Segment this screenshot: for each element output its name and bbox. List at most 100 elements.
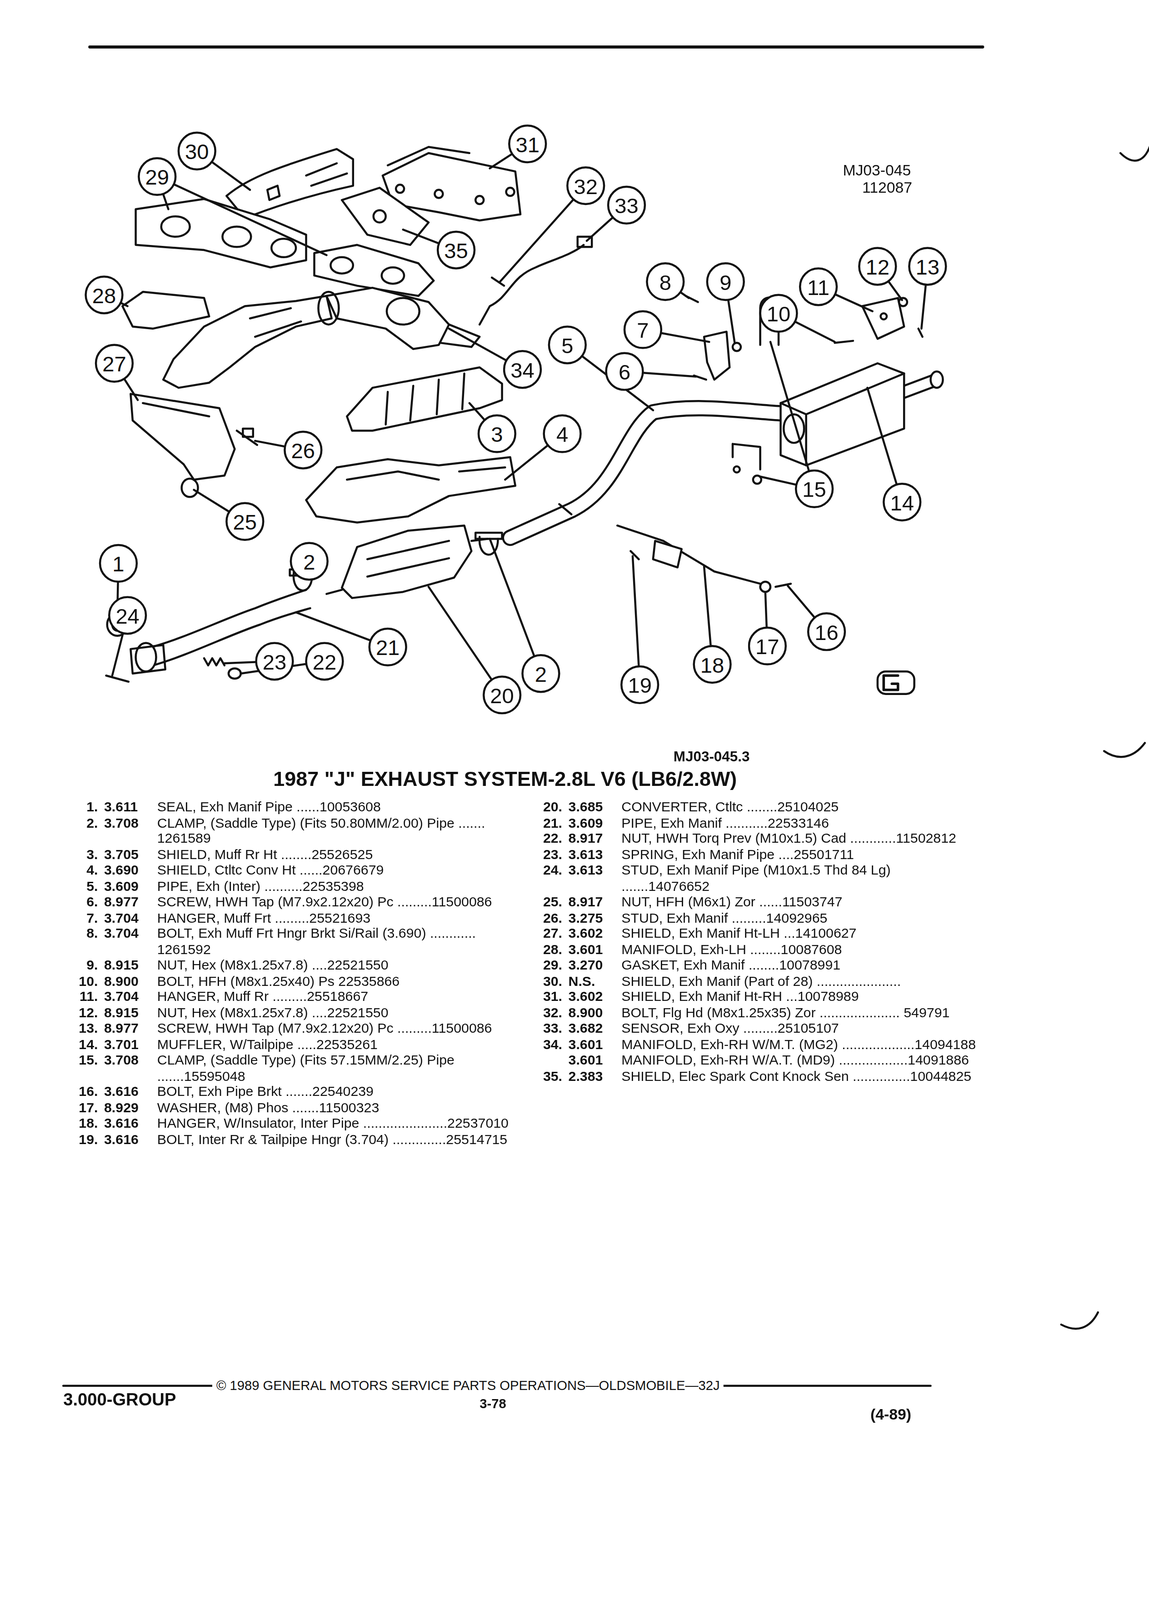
ref-number: 27. [525,925,569,942]
callout-circle: 11 [799,267,838,306]
group-number: 8.915 [104,957,158,974]
callout-number: 11 [807,275,830,298]
group-number: 3.270 [568,957,622,974]
ref-number: 6. [61,894,105,910]
part-description: SHIELD, Elec Spark Cont Knock Sen ......… [621,1067,980,1084]
group-number: 3.704 [104,909,158,926]
part-description: SHIELD, Exh Manif Ht-LH ...14100627 [621,925,980,942]
part-description: CLAMP, (Saddle Type) (Fits 50.80MM/2.00)… [157,814,526,847]
group-number: 3.601 [568,1052,622,1069]
parts-row: 21.3.609PIPE, Exh Manif ...........22533… [525,814,980,831]
part-description: NUT, HWH Torq Prev (M10x1.5) Cad .......… [621,830,980,847]
parts-row: 32.8.900BOLT, Flg Hd (M8x1.25x35) Zor ..… [525,1004,980,1021]
callout-circle: 2 [289,541,329,581]
callout-number: 20 [489,684,514,706]
callout-circle: 21 [368,627,407,667]
parts-row: 22.8.917NUT, HWH Torq Prev (M10x1.5) Cad… [525,830,980,847]
callout-circle: 18 [692,644,732,684]
parts-row: 19.3.616BOLT, Inter Rr & Tailpipe Hngr (… [61,1131,526,1148]
parts-row: 16.3.616BOLT, Exh Pipe Brkt .......22540… [61,1083,526,1100]
callout-circle: 24 [108,595,147,635]
parts-row: 14.3.701MUFFLER, W/Tailpipe .....2253526… [61,1036,526,1053]
callout-circle: 4 [542,414,582,454]
group-number: 8.929 [104,1099,158,1116]
callout-circle: 2 [521,654,560,693]
parts-row: 29.3.270GASKET, Exh Manif ........100789… [525,957,980,974]
page-title: 1987 "J" EXHAUST SYSTEM-2.8L V6 (LB6/2.8… [273,767,737,791]
ref-number: 28. [525,941,569,958]
callout-circle: 17 [748,626,787,665]
ref-number: 9. [61,957,105,974]
group-number: 3.616 [104,1083,158,1100]
ref-number: 4. [61,862,105,879]
callout-number: 5 [561,334,574,356]
ref-number: 21. [525,814,569,831]
part-description: SHIELD, Muff Rr Ht ........25526525 [157,846,526,863]
parts-row: 15.3.708CLAMP, (Saddle Type) (Fits 57.15… [61,1052,526,1085]
parts-row: 18.3.616HANGER, W/Insulator, Inter Pipe … [61,1115,526,1132]
part-description: CLAMP, (Saddle Type) (Fits 57.15MM/2.25)… [157,1052,526,1085]
group-number: 8.977 [104,1020,158,1037]
part-description: STUD, Exh Manif .........14092965 [621,909,980,926]
ref-number: 22. [525,830,569,847]
ref-number: 17. [61,1099,105,1116]
parts-row: 7.3.704HANGER, Muff Frt .........2552169… [61,909,526,926]
parts-row: 25.8.917NUT, HFH (M6x1) Zor ......115037… [525,894,980,910]
part-description: SEAL, Exh Manif Pipe ......10053608 [157,799,526,815]
part-description: SENSOR, Exh Oxy .........25105107 [621,1020,980,1037]
callout-circle: 20 [482,675,522,715]
callout-circle: 22 [304,641,344,681]
revision-date: (4-89) [870,1405,912,1423]
parts-row: 9.8.915NUT, Hex (M8x1.25x7.8) ....225215… [61,957,526,974]
callout-circle: 1 [99,544,138,583]
callout-number: 26 [291,439,315,461]
callout-circle: 19 [620,665,660,705]
ref-number: 26. [525,909,569,926]
parts-row: 3.3.705SHIELD, Muff Rr Ht ........255265… [61,846,526,863]
callout-circle: 5 [548,325,587,365]
part-description: MANIFOLD, Exh-RH W/A.T. (MD9) ..........… [621,1052,980,1069]
ref-number: 33. [525,1020,569,1037]
ref-number: 29. [525,957,569,974]
callout-number: 33 [614,194,639,216]
parts-row: 27.3.602SHIELD, Exh Manif Ht-LH ...14100… [525,925,980,942]
ref-number: 1. [61,799,105,815]
group-label: 3.000-GROUP [63,1389,176,1411]
ref-number: 19. [61,1131,105,1148]
parts-row: 10.8.900BOLT, HFH (M8x1.25x40) Ps 225358… [61,973,526,990]
parts-row: 31.3.602SHIELD, Exh Manif Ht-RH ...10078… [525,989,980,1005]
callout-number: 35 [444,239,468,261]
parts-row: 12.8.915NUT, Hex (M8x1.25x7.8) ....22521… [61,1004,526,1021]
parts-row: 2.3.708CLAMP, (Saddle Type) (Fits 50.80M… [61,814,526,847]
part-description: SHIELD, Exh Manif Ht-RH ...10078989 [621,989,980,1005]
callout-circle: 30 [177,131,217,171]
callout-number: 18 [700,653,725,675]
callout-circle: 28 [84,275,124,315]
callout-number: 16 [814,620,839,643]
callout-circle: 33 [607,185,646,225]
part-description: CONVERTER, Ctltc ........25104025 [621,799,980,815]
part-description: PIPE, Exh Manif ...........22533146 [621,814,980,831]
callout-number: 13 [915,255,940,277]
callout-number: 25 [233,510,257,533]
callout-number: 27 [102,352,126,375]
callout-number: 32 [573,174,598,197]
group-number: 3.613 [568,862,622,895]
group-number: 3.616 [104,1115,158,1132]
figure-date: 112087 [862,178,913,196]
group-number: 3.704 [104,925,158,958]
parts-row: 6.8.977SCREW, HWH Tap (M7.9x2.12x20) Pc … [61,894,526,910]
part-description: SCREW, HWH Tap (M7.9x2.12x20) Pc .......… [157,894,526,910]
group-number: 3.685 [568,799,622,815]
callout-number: 31 [515,133,540,155]
parts-row: 13.8.977SCREW, HWH Tap (M7.9x2.12x20) Pc… [61,1020,526,1037]
callout-circle: 12 [858,246,897,286]
part-description: WASHER, (M8) Phos .......11500323 [157,1099,526,1116]
callout-circle: 13 [908,246,947,286]
parts-row: 35.2.383SHIELD, Elec Spark Cont Knock Se… [525,1067,980,1084]
ref-number: 14. [61,1036,105,1053]
group-number: 8.915 [104,1004,158,1021]
part-description: MUFFLER, W/Tailpipe .....22535261 [157,1036,526,1053]
ref-number: 20. [525,799,569,815]
ref-number: 35. [525,1067,569,1084]
